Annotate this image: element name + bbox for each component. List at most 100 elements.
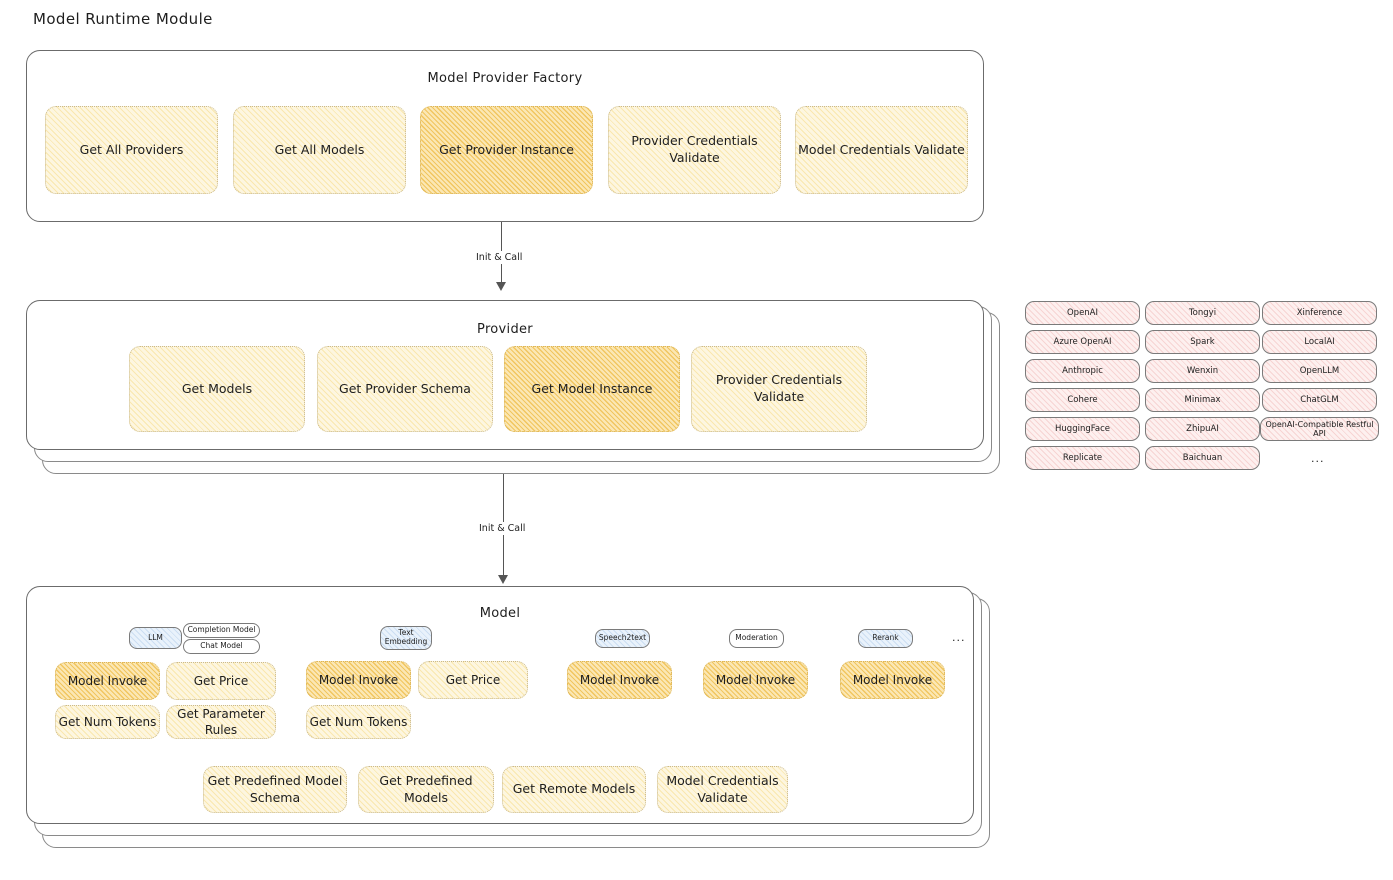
factory-card-get-provider-instance[interactable]: Get Provider Instance [420, 106, 593, 194]
chip-label: LocalAI [1304, 337, 1335, 347]
chip-label: Spark [1190, 337, 1215, 347]
model-common-card-get-predefined-model-schema[interactable]: Get Predefined Model Schema [203, 766, 347, 813]
provider-chip-chatglm[interactable]: ChatGLM [1262, 388, 1377, 412]
provider-chip-openai[interactable]: OpenAI [1025, 301, 1140, 325]
model-llm-card-model-invoke[interactable]: Model Invoke [55, 662, 160, 700]
card-label: Get Num Tokens [58, 714, 157, 729]
model-llm-card-get-price[interactable]: Get Price [166, 662, 276, 700]
card-label: Model Credentials Validate [666, 772, 779, 805]
arrow-provider-to-model-head [498, 575, 508, 584]
model-type-badge-llm[interactable]: LLM [129, 627, 182, 649]
provider-chip-huggingface[interactable]: HuggingFace [1025, 417, 1140, 441]
provider-chip-baichuan[interactable]: Baichuan [1145, 446, 1260, 470]
provider-chip-tongyi[interactable]: Tongyi [1145, 301, 1260, 325]
chip-label: Replicate [1062, 453, 1103, 463]
badge-label: Rerank [872, 633, 899, 643]
provider-chip-localai[interactable]: LocalAI [1262, 330, 1377, 354]
arrow-provider-to-model-label: Init & Call [475, 522, 530, 535]
card-label: Get All Models [274, 141, 365, 157]
provider-card-get-models[interactable]: Get Models [129, 346, 305, 432]
card-label: Model Credentials Validate [798, 141, 965, 157]
factory-card-model-credentials-validate[interactable]: Model Credentials Validate [795, 106, 968, 194]
card-label: Get Provider Schema [339, 380, 471, 396]
card-label: Model Invoke [67, 673, 148, 688]
chip-label: Cohere [1067, 395, 1098, 405]
card-label: Model Invoke [579, 672, 660, 687]
provider-chip-spark[interactable]: Spark [1145, 330, 1260, 354]
arrow-factory-to-provider-label: Init & Call [472, 251, 527, 264]
chip-label: ZhipuAI [1186, 424, 1219, 434]
provider-chip-openllm[interactable]: OpenLLM [1262, 359, 1377, 383]
card-label: Get Predefined Model Schema [207, 772, 343, 805]
provider-chip-anthropic[interactable]: Anthropic [1025, 359, 1140, 383]
model-text-embedding-card-model-invoke[interactable]: Model Invoke [306, 661, 411, 699]
card-label: Get Model Instance [531, 380, 653, 396]
card-label: Get Provider Instance [439, 141, 574, 157]
provider-title: Provider [477, 322, 533, 337]
model-llm-card-get-num-tokens[interactable]: Get Num Tokens [55, 705, 160, 739]
provider-chip-cohere[interactable]: Cohere [1025, 388, 1140, 412]
model-text-embedding-card-get-price[interactable]: Get Price [418, 661, 528, 699]
model-speech2text-card-model-invoke[interactable]: Model Invoke [567, 661, 672, 699]
chip-label: Xinference [1296, 308, 1343, 318]
card-label: Get Num Tokens [309, 714, 408, 729]
provider-chip-replicate[interactable]: Replicate [1025, 446, 1140, 470]
badge-label: Completion Model [187, 625, 256, 635]
badge-label: Speech2text [598, 633, 647, 643]
chip-label: Anthropic [1062, 366, 1103, 376]
page-title: Model Runtime Module [33, 10, 213, 28]
badge-label: Text Embedding [384, 628, 428, 646]
badge-label: Moderation [735, 633, 778, 643]
model-rerank-card-model-invoke[interactable]: Model Invoke [840, 661, 945, 699]
provider-chip-azure-openai[interactable]: Azure OpenAI [1025, 330, 1140, 354]
provider-chip-openai-compatible-restful-api[interactable]: OpenAI-Compatible Restful API [1260, 417, 1379, 441]
chip-label: ChatGLM [1300, 395, 1339, 405]
model-common-card-model-credentials-validate[interactable]: Model Credentials Validate [657, 766, 788, 813]
card-label: Model Invoke [852, 672, 933, 687]
factory-title: Model Provider Factory [427, 71, 583, 86]
model-type-badge-text-embedding[interactable]: Text Embedding [380, 626, 432, 650]
provider-chip-zhipuai[interactable]: ZhipuAI [1145, 417, 1260, 441]
provider-chip-xinference[interactable]: Xinference [1262, 301, 1377, 325]
card-label: Model Invoke [318, 672, 399, 687]
card-label: Get Remote Models [512, 781, 636, 797]
factory-card-get-all-providers[interactable]: Get All Providers [45, 106, 218, 194]
card-label: Model Invoke [715, 672, 796, 687]
provider-list-more: ... [1311, 452, 1325, 465]
model-title: Model [479, 606, 521, 621]
chip-label: OpenAI-Compatible Restful API [1265, 420, 1374, 438]
model-subtype-badge-chat-model[interactable]: Chat Model [183, 639, 260, 654]
model-type-badge-speech2text[interactable]: Speech2text [595, 629, 650, 648]
card-label: Get All Providers [79, 141, 184, 157]
provider-chip-wenxin[interactable]: Wenxin [1145, 359, 1260, 383]
model-common-card-get-predefined-models[interactable]: Get Predefined Models [358, 766, 494, 813]
chip-label: OpenLLM [1299, 366, 1340, 376]
card-label: Provider Credentials Validate [715, 372, 843, 404]
factory-card-provider-credentials-validate[interactable]: Provider Credentials Validate [608, 106, 781, 194]
model-subtype-badge-completion-model[interactable]: Completion Model [183, 623, 260, 638]
card-label: Get Parameter Rules [177, 706, 265, 737]
arrow-factory-to-provider-head [496, 282, 506, 291]
factory-card-get-all-models[interactable]: Get All Models [233, 106, 406, 194]
badge-label: LLM [148, 632, 163, 642]
card-label: Provider Credentials Validate [631, 133, 758, 165]
chip-label: Tongyi [1188, 308, 1217, 318]
card-label: Get Price [193, 673, 249, 688]
chip-label: Wenxin [1186, 366, 1219, 376]
badge-label: Chat Model [200, 641, 243, 651]
provider-card-provider-credentials-validate[interactable]: Provider Credentials Validate [691, 346, 867, 432]
chip-label: OpenAI [1066, 308, 1099, 318]
model-moderation-card-model-invoke[interactable]: Model Invoke [703, 661, 808, 699]
provider-card-get-provider-schema[interactable]: Get Provider Schema [317, 346, 493, 432]
model-text-embedding-card-get-num-tokens[interactable]: Get Num Tokens [306, 705, 411, 739]
model-common-card-get-remote-models[interactable]: Get Remote Models [502, 766, 646, 813]
card-label: Get Models [181, 380, 253, 396]
model-llm-card-get-parameter-rules[interactable]: Get Parameter Rules [166, 705, 276, 739]
chip-label: HuggingFace [1055, 424, 1110, 434]
provider-card-get-model-instance[interactable]: Get Model Instance [504, 346, 680, 432]
model-types-more: ... [952, 631, 966, 644]
provider-chip-minimax[interactable]: Minimax [1145, 388, 1260, 412]
model-type-badge-rerank[interactable]: Rerank [858, 629, 913, 648]
model-type-badge-moderation[interactable]: Moderation [729, 629, 784, 648]
